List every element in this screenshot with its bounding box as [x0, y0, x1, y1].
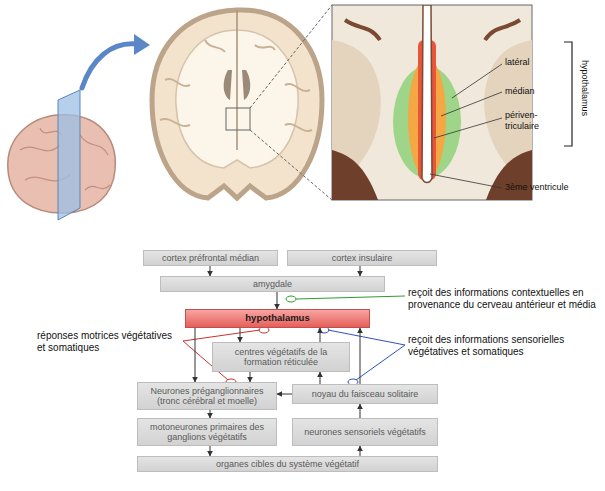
annotation-note: reçoit des informations contextuelles en…: [408, 287, 605, 311]
zoom-frame: [226, 108, 250, 130]
arrow-connector: [250, 372, 251, 382]
node-text: organes cibles du système végétatif: [216, 459, 359, 469]
curved-arrow: [82, 44, 136, 88]
node-text: Neurones préganglionnaires (tronc cérébr…: [141, 386, 273, 407]
node-text: centres végétatifs de la formation rétic…: [216, 347, 346, 368]
node-text: neurones sensoriels végétatifs: [304, 427, 426, 437]
midline: [236, 10, 238, 150]
node-text: amygdale: [253, 279, 292, 289]
arrow-connector: [320, 328, 321, 342]
arrow-connector: [360, 328, 361, 384]
callout-line: [356, 345, 405, 380]
arrow-connector: [195, 328, 196, 382]
arrow-connector: [210, 446, 211, 456]
node-text: hypothalamus: [245, 313, 309, 324]
node-text: cortex insulaire: [332, 253, 393, 263]
arrow-connector: [360, 266, 361, 276]
part-label: médian: [505, 86, 565, 97]
cortex-folds: [160, 40, 312, 131]
part-label: latéral: [505, 57, 565, 68]
curved-arrow-head: [134, 34, 150, 55]
leader-line: [441, 92, 502, 116]
callout-ring: [286, 296, 296, 302]
callout-line: [183, 330, 260, 341]
part-label: périven- triculaire: [505, 110, 549, 132]
process-box: amygdale: [160, 276, 385, 292]
arrow-connector: [320, 372, 321, 384]
highlight-box: hypothalamus: [185, 309, 370, 328]
optic-tract: [486, 150, 532, 200]
part-label: 3ème ventricule: [505, 182, 600, 193]
process-box: organes cibles du système végétatif: [137, 456, 438, 472]
process-box: Neurones préganglionnaires (tronc cérébr…: [137, 382, 277, 410]
arrow-connector: [360, 404, 361, 418]
arrow-connector: [210, 266, 211, 276]
arrow-connector: [240, 328, 241, 342]
process-box: centres végétatifs de la formation rétic…: [212, 342, 350, 372]
node-text: cortex préfrontal médian: [162, 253, 259, 263]
callout-line: [296, 296, 405, 299]
process-box: noyau du faisceau solitaire: [292, 384, 438, 404]
arrow-connector: [277, 292, 278, 309]
leader-line: [452, 64, 502, 98]
process-box: neurones sensoriels végétatifs: [292, 418, 438, 446]
process-box: cortex préfrontal médian: [143, 250, 278, 266]
optic-tract: [332, 150, 378, 200]
node-text: noyau du faisceau solitaire: [312, 389, 419, 399]
leader-line: [430, 174, 502, 188]
lateral-ventricles: [224, 70, 251, 100]
zoom-line: [250, 130, 332, 200]
third-ventricle: [422, 5, 432, 183]
process-box: motoneurones primaires des ganglions vég…: [137, 418, 277, 446]
inset-frame: [332, 5, 532, 200]
arrow-connector: [360, 446, 361, 456]
arrow-connector: [210, 410, 211, 418]
section-plane: [58, 90, 80, 220]
fiber-bundle: [345, 20, 520, 40]
zoom-line: [250, 5, 332, 108]
bracket: [564, 42, 572, 146]
arrow-connector: [277, 394, 292, 395]
process-box: cortex insulaire: [287, 250, 437, 266]
bracket-label: hypothalamus: [579, 60, 590, 116]
leader-line: [434, 118, 502, 138]
node-text: motoneurones primaires des ganglions vég…: [141, 422, 273, 443]
annotation-note: réponses motrices végétatives et somatiq…: [37, 330, 177, 354]
annotation-note: reçoit des informations sensorielles vég…: [408, 334, 603, 358]
